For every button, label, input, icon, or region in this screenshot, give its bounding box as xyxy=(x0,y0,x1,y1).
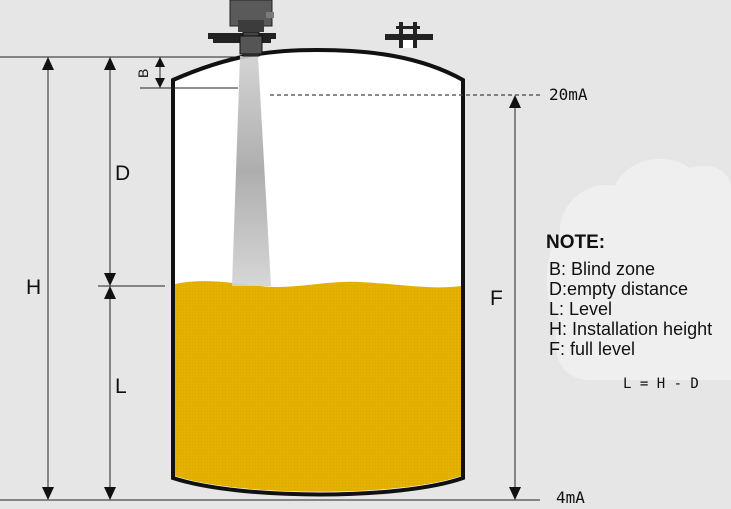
label-b: B xyxy=(135,69,151,78)
note-item-h: H: Installation height xyxy=(549,319,712,339)
note-item-d: D:empty distance xyxy=(549,279,688,299)
liquid xyxy=(175,281,461,492)
note-item-l: L: Level xyxy=(549,299,612,319)
label-4ma: 4mA xyxy=(556,488,585,507)
label-d: D xyxy=(115,162,130,185)
label-f: F xyxy=(490,287,503,310)
note-block: NOTE: B: Blind zone D:empty distance L: … xyxy=(546,232,712,392)
f-dimension xyxy=(509,95,521,500)
note-cloud xyxy=(546,158,731,380)
d-dimension xyxy=(104,57,116,286)
label-l: L xyxy=(115,375,127,398)
b-dimension xyxy=(155,57,165,88)
radar-beam xyxy=(232,56,271,286)
side-nozzle xyxy=(385,22,433,48)
sensor xyxy=(208,0,276,57)
note-item-f: F: full level xyxy=(549,339,635,359)
note-item-b: B: Blind zone xyxy=(549,259,655,279)
label-h: H xyxy=(26,276,41,299)
l-dimension xyxy=(104,286,116,500)
note-title: NOTE: xyxy=(546,232,605,253)
h-dimension xyxy=(42,57,54,500)
label-20ma: 20mA xyxy=(549,85,588,104)
note-formula: L = H - D xyxy=(623,376,699,392)
